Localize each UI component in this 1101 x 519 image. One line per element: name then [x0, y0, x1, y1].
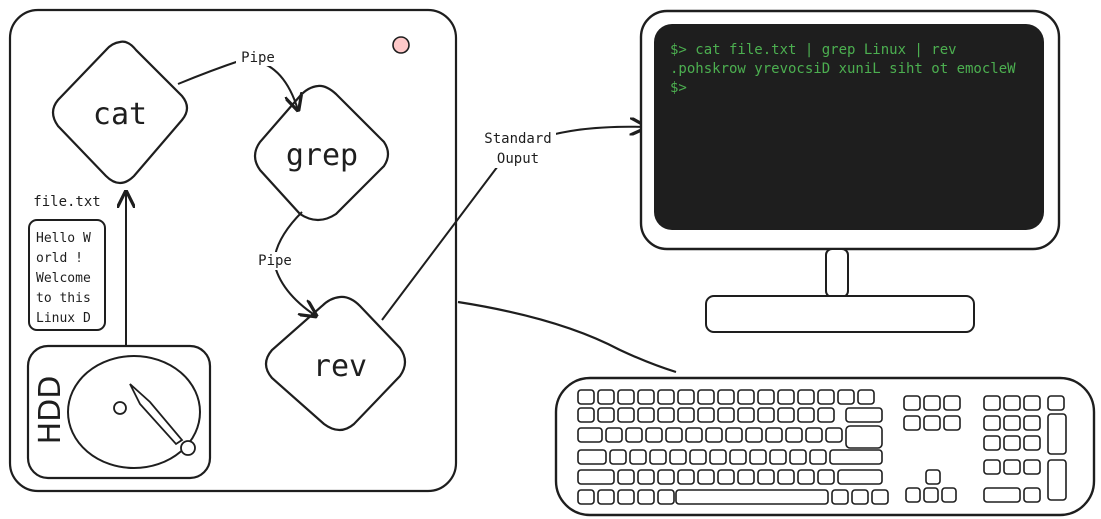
file-note [28, 219, 106, 331]
pipe-arrow-cat-grep [177, 58, 298, 110]
terminal-line-1: $> cat file.txt | grep Linux | rev [670, 42, 957, 58]
system-box [8, 8, 458, 493]
file-line-3: Welcome [36, 271, 91, 286]
pipe-label-2: Pipe [258, 253, 292, 269]
stdout-label-line2: Ouput [497, 151, 539, 167]
grep-node: grep [253, 84, 390, 222]
file-line-5: Linux D [36, 311, 91, 326]
rev-node: rev [264, 295, 407, 432]
keyboard [554, 376, 1096, 517]
terminal-line-3: $> [670, 80, 687, 96]
cat-node: cat [51, 40, 189, 185]
file-line-1: Hello W [36, 231, 91, 246]
monitor-neck [825, 248, 849, 298]
file-line-4: to this [36, 291, 91, 306]
hdd-label: HDD [33, 376, 68, 445]
terminal-screen [654, 24, 1044, 230]
rev-label: rev [313, 349, 367, 384]
monitor: $> cat file.txt | grep Linux | rev .pohs… [639, 9, 1061, 333]
monitor-base [705, 295, 975, 333]
cat-label: cat [93, 97, 147, 132]
hdd-icon: HDD [26, 344, 212, 480]
stdout-label-line1: Standard [484, 131, 551, 147]
terminal-line-2: .pohskrow yrevocsiD xuniL siht ot emocle… [670, 61, 1016, 77]
keyboard-cable [457, 300, 677, 374]
grep-label: grep [286, 138, 358, 173]
stdout-label-bg [480, 128, 556, 168]
file-name-label: file.txt [33, 194, 100, 210]
file-line-2: orld ! [36, 251, 83, 266]
pipe-label-bg-1 [236, 48, 278, 66]
status-indicator [392, 36, 410, 54]
pipe-label-1: Pipe [241, 50, 275, 66]
pipe-label-bg-2 [254, 252, 296, 270]
